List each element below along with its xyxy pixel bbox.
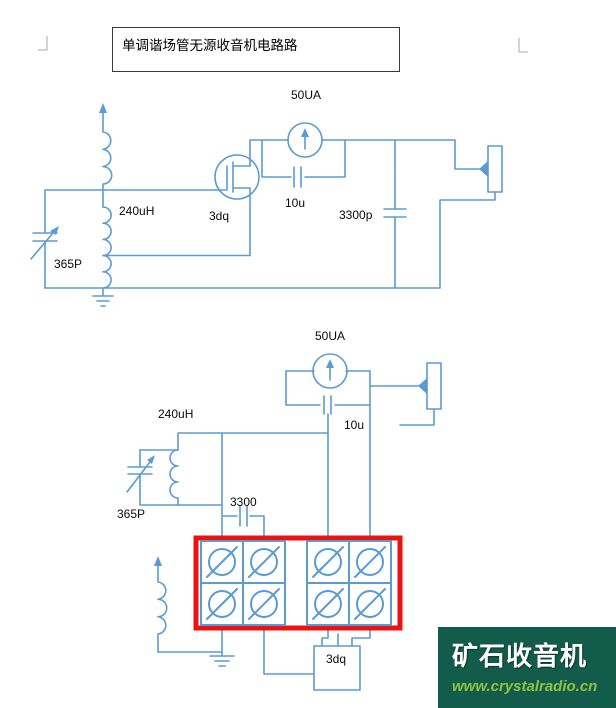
layout-wires	[139, 370, 435, 675]
earphone-jack-icon	[417, 362, 442, 410]
antenna-icon	[102, 110, 113, 208]
watermark-banner: 矿石收音机 www.crystalradio.cn	[438, 627, 616, 708]
tuning-capacitor-arrow	[50, 226, 59, 235]
tuning-capacitor-icon	[126, 449, 153, 493]
title-box[interactable]: 单调谐场管无源收音机电路路	[112, 27, 400, 72]
coupling-cap-label: 10u	[344, 418, 365, 432]
coil-icon	[102, 206, 112, 289]
coupling-cap-label: 10u	[285, 196, 306, 210]
screw-terminal	[306, 540, 350, 584]
schematic-circuit	[30, 103, 503, 307]
ground-icon	[92, 287, 114, 307]
coupling-capacitor-icon	[323, 395, 332, 415]
coil-label: 240uH	[158, 407, 194, 421]
mosfet-icon	[214, 154, 260, 200]
screw-terminal	[348, 582, 392, 626]
tuning-capacitor-icon	[30, 189, 58, 289]
antenna-arrow-icon	[99, 103, 107, 113]
screw-terminal	[306, 582, 350, 626]
bypass-capacitor-icon	[383, 208, 407, 218]
ground-icon	[209, 655, 235, 667]
crop-mark-right	[518, 38, 528, 53]
meter-label: 50UA	[291, 88, 322, 102]
fet-label: 3dq	[326, 652, 347, 666]
screw-terminal	[200, 540, 244, 584]
earphone-jack-icon	[478, 145, 503, 193]
screw-terminal	[242, 582, 286, 626]
current-meter-icon	[312, 353, 348, 389]
coil-icon	[169, 449, 179, 499]
wiring-layout-circuit	[126, 353, 442, 691]
fet-label: 3dq	[209, 209, 230, 223]
current-meter-icon	[287, 122, 323, 158]
schematic-wires	[44, 139, 496, 289]
watermark-site-url: www.crystalradio.cn	[452, 678, 598, 695]
bypass-capacitor-icon	[239, 505, 248, 527]
coil-label: 240uH	[119, 204, 155, 218]
screw-terminal	[200, 582, 244, 626]
watermark-site-name: 矿石收音机	[452, 641, 588, 671]
page-title: 单调谐场管无源收音机电路路	[122, 38, 298, 53]
screw-terminal	[242, 540, 286, 584]
tuning-cap-label: 365P	[117, 507, 146, 521]
tuning-cap-label: 365P	[54, 257, 83, 271]
antenna-arrow-icon	[154, 556, 162, 566]
coupling-capacitor-icon	[293, 166, 302, 188]
transistor-body	[313, 645, 361, 691]
bypass-cap-label: 3300	[230, 495, 257, 509]
terminal-block	[200, 540, 392, 626]
tuning-capacitor-arrow	[147, 455, 155, 464]
crop-mark-left	[38, 36, 48, 51]
screw-terminal	[348, 540, 392, 584]
meter-label: 50UA	[315, 329, 346, 343]
bypass-cap-label: 3300p	[339, 208, 373, 222]
terminal-block-highlight	[193, 535, 403, 631]
antenna-icon	[157, 563, 168, 653]
